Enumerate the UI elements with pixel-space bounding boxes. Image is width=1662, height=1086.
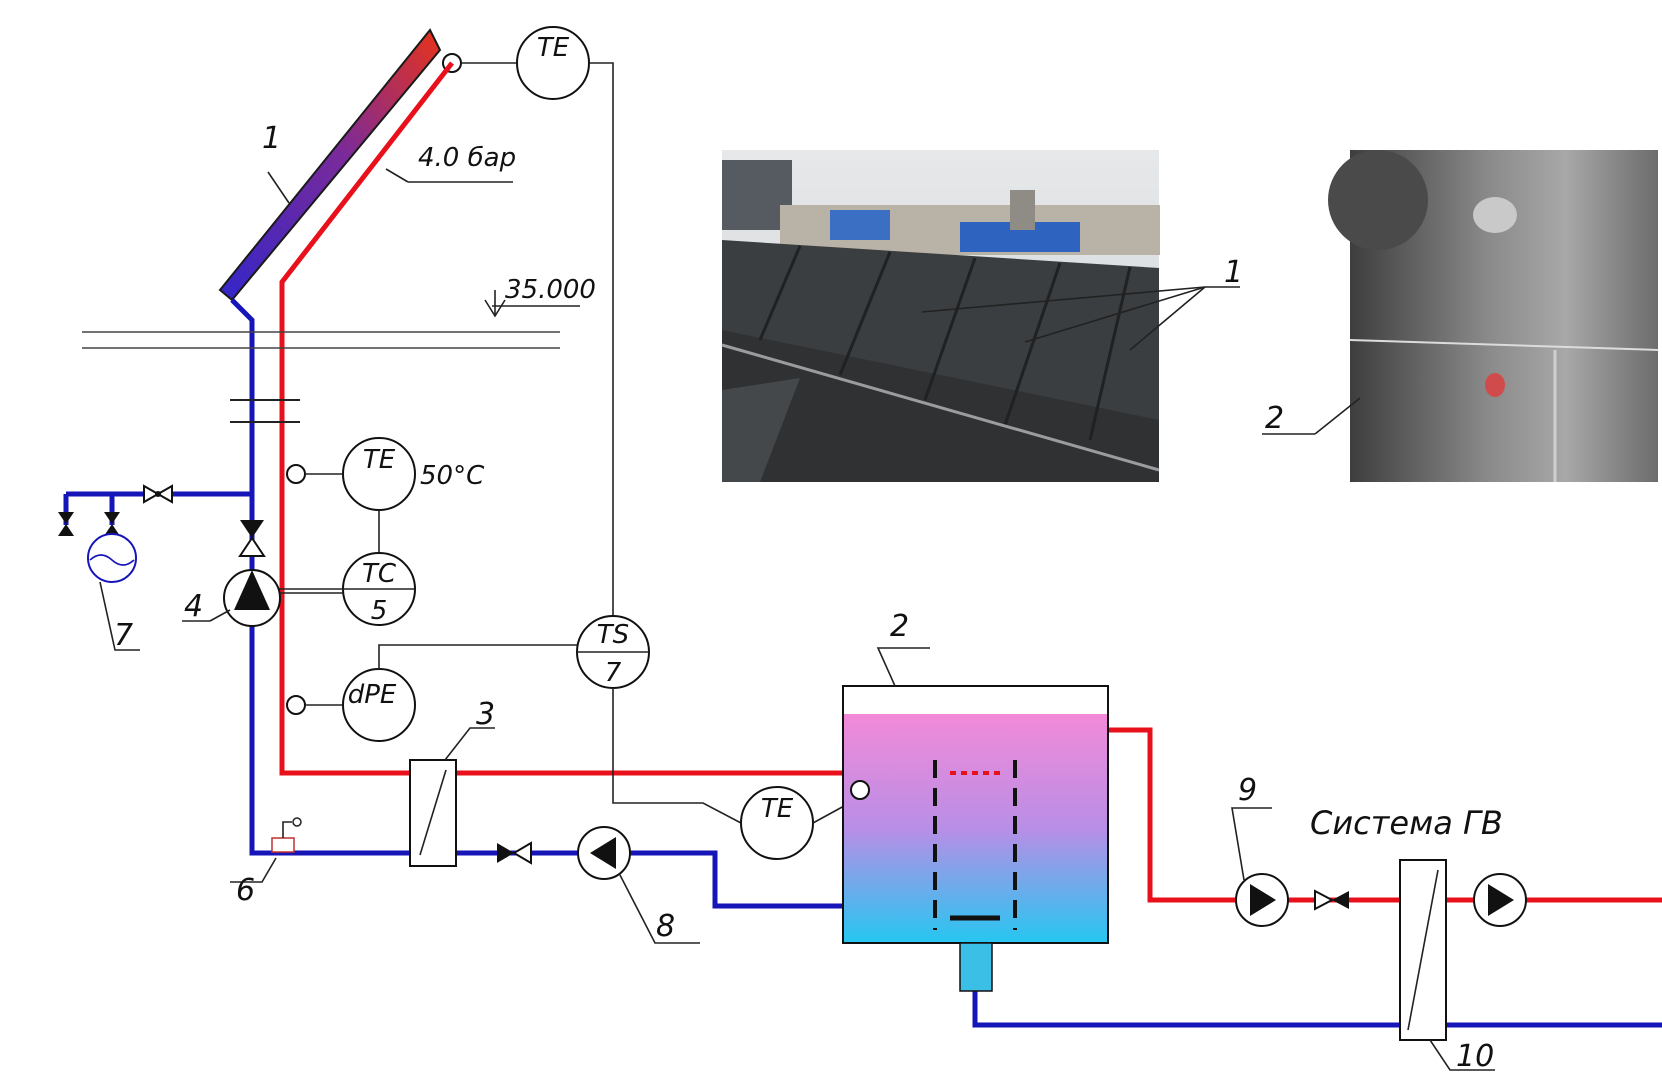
load-pump bbox=[577, 826, 631, 880]
svg-text:TS: TS bbox=[597, 620, 629, 650]
cold-line-valve bbox=[497, 841, 532, 865]
hw-pump-2 bbox=[1473, 873, 1527, 927]
dpe-sensor: dPE bbox=[342, 668, 416, 742]
heat-exchanger bbox=[409, 759, 457, 867]
svg-text:TE: TE bbox=[363, 445, 396, 475]
dpe-ts-signal-line bbox=[378, 644, 577, 669]
elevation-label: 35.000 bbox=[505, 275, 596, 305]
svg-text:7: 7 bbox=[605, 658, 622, 688]
collector-cold-pipe bbox=[230, 298, 867, 909]
hw-valve bbox=[1314, 889, 1349, 911]
hw-pump-9 bbox=[1235, 873, 1289, 927]
temperature-setpoint: 50°C bbox=[420, 461, 485, 491]
air-vent-number: 6 bbox=[236, 873, 255, 908]
elevation-mark: 35.000 bbox=[484, 275, 596, 318]
svg-text:5: 5 bbox=[371, 596, 388, 626]
te-top-sensor: TE bbox=[516, 26, 590, 100]
tank-number: 2 bbox=[890, 609, 909, 644]
hot-water-system-label: Система ГВ bbox=[1310, 804, 1503, 842]
exchanger-number: 3 bbox=[476, 697, 495, 732]
main-circulation-pump bbox=[223, 569, 343, 627]
collectors-photo-callout: 1 bbox=[921, 255, 1243, 351]
hw-heat-exchanger bbox=[1399, 859, 1447, 1041]
cold-water-return-pipe bbox=[972, 990, 1662, 1028]
floor-slab bbox=[82, 331, 560, 423]
photo-tank-number: 2 bbox=[1265, 401, 1284, 436]
tank-photo bbox=[1328, 150, 1659, 482]
air-vent bbox=[271, 817, 302, 853]
storage-tank bbox=[842, 685, 1109, 992]
svg-text:dPE: dPE bbox=[348, 680, 397, 710]
pressure-label: 4.0 бар bbox=[418, 143, 516, 173]
vessel-number: 7 bbox=[114, 618, 133, 653]
svg-text:TE: TE bbox=[761, 794, 794, 824]
te-tank-sensor: TE bbox=[740, 786, 814, 860]
drain-valve-2 bbox=[104, 512, 120, 536]
drain-valve-1 bbox=[58, 512, 74, 536]
branch-valve bbox=[143, 484, 173, 504]
ts-controller: TS 7 bbox=[576, 615, 650, 689]
pump-hw-number: 9 bbox=[1238, 773, 1257, 808]
te-mid-sensor: TE bbox=[342, 437, 416, 511]
svg-text:TE: TE bbox=[537, 33, 570, 63]
collectors-photo bbox=[721, 150, 1160, 482]
pump-load-number: 8 bbox=[656, 909, 675, 944]
te-ts-signal-line bbox=[589, 62, 614, 616]
solar-collector: 1 bbox=[218, 28, 442, 302]
tank-photo-callout: 2 bbox=[1262, 397, 1361, 436]
check-valve-main bbox=[238, 520, 266, 557]
photo-collectors-number: 1 bbox=[1224, 255, 1243, 290]
collector-number: 1 bbox=[262, 121, 281, 156]
pump-main-number: 4 bbox=[184, 589, 203, 624]
svg-text:TC: TC bbox=[362, 559, 397, 589]
expansion-vessel bbox=[87, 533, 137, 583]
exchanger-hw-number: 10 bbox=[1456, 1039, 1494, 1074]
tc-controller: TC 5 bbox=[342, 552, 416, 626]
ts-te-signal-line bbox=[612, 688, 742, 824]
collector-hot-pipe bbox=[279, 61, 1085, 776]
